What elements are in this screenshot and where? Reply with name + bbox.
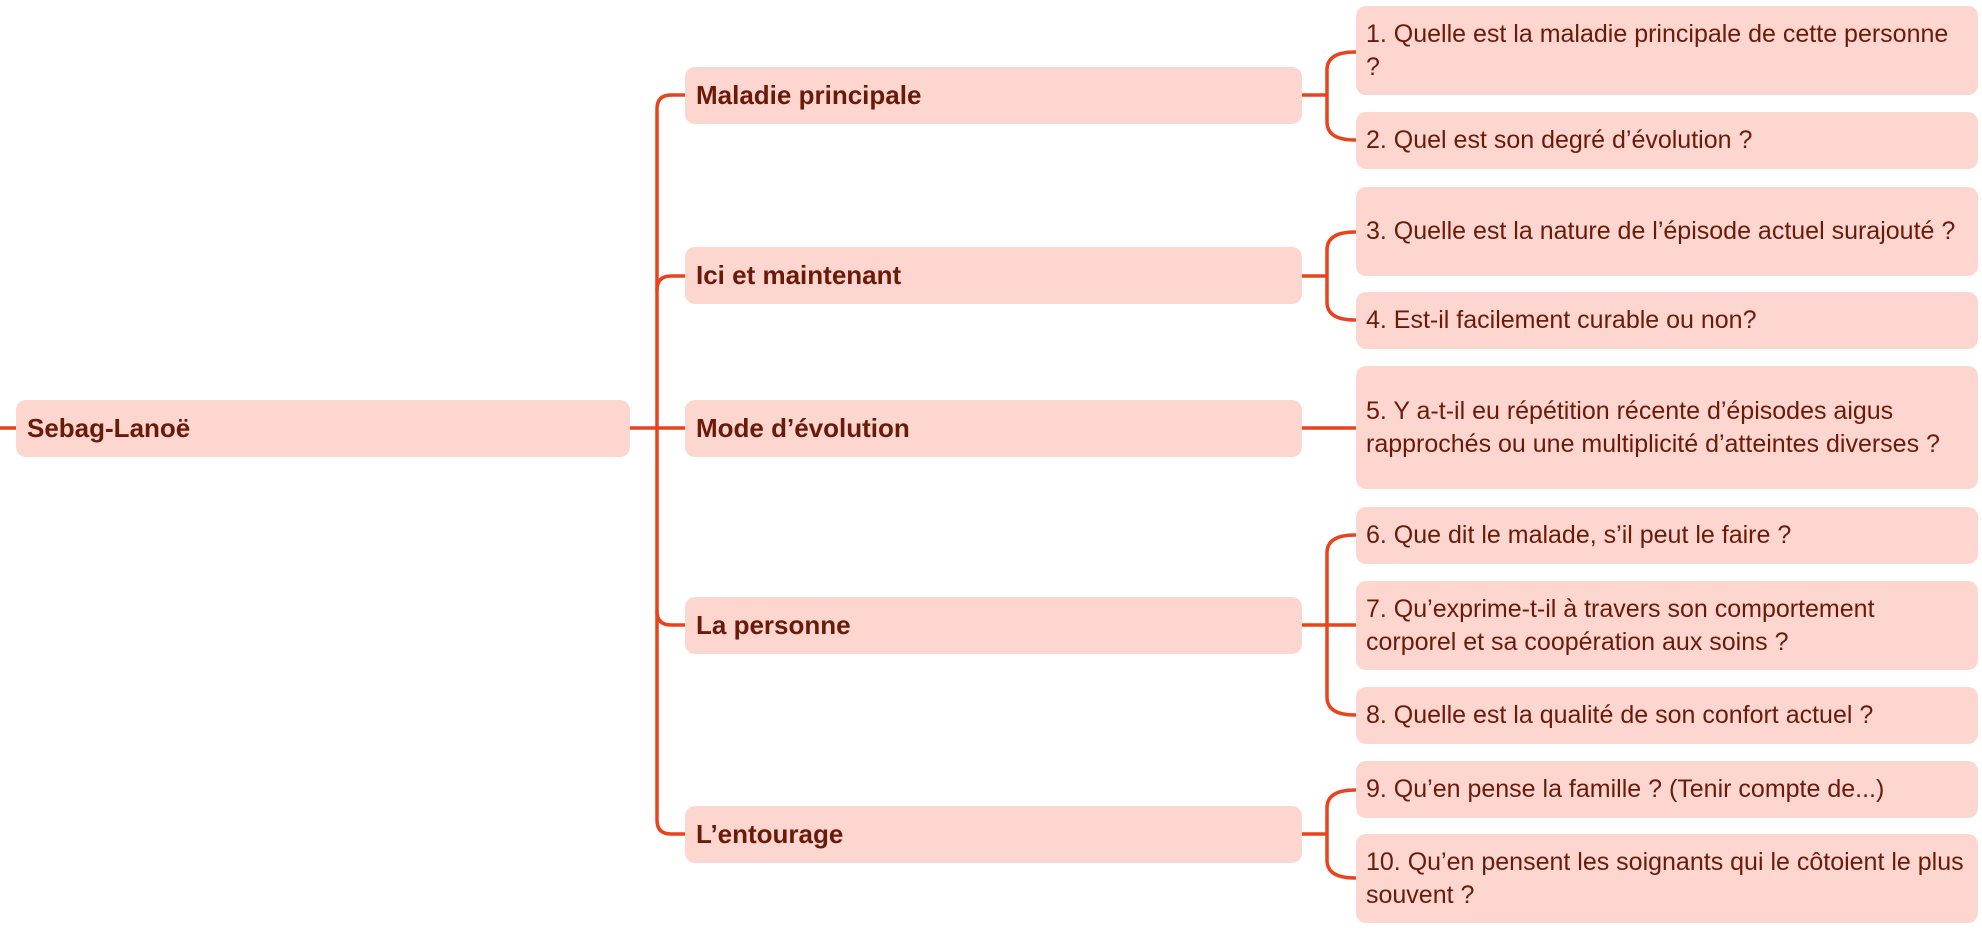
branch-spine <box>655 93 687 836</box>
branch-node-label: L’entourage <box>696 819 844 849</box>
leaf-node-2[interactable]: 2. Quel est son degré d’évolution ? <box>1356 112 1978 169</box>
branch-connector-2 <box>655 274 687 292</box>
branch-node-mode-devolution[interactable]: Mode d’évolution <box>685 400 1302 457</box>
leaf-node-label: 1. Quelle est la maladie principale de c… <box>1366 19 1949 81</box>
leaf-connector-6-8 <box>1300 533 1357 717</box>
leaf-node-1[interactable]: 1. Quelle est la maladie principale de c… <box>1356 6 1978 95</box>
branch-node-label: La personne <box>696 610 851 640</box>
leaf-node-label: 2. Quel est son degré d’évolution ? <box>1366 126 1753 154</box>
branch-node-label: Maladie principale <box>696 80 922 110</box>
leaf-connector-9-10 <box>1300 788 1357 880</box>
leaf-node-5[interactable]: 5. Y a-t-il eu répétition récente d’épis… <box>1356 366 1978 489</box>
branch-node-maladie-principale[interactable]: Maladie principale <box>685 67 1302 124</box>
leaf-node-label: 7. Qu’exprime-t-il à travers son comport… <box>1366 594 1875 656</box>
branch-node-ici-et-maintenant[interactable]: Ici et maintenant <box>685 247 1302 304</box>
leaf-node-label: 4. Est-il facilement curable ou non? <box>1366 306 1757 334</box>
branch-connector-4 <box>655 609 687 627</box>
root-node-label: Sebag-Lanoë <box>27 413 191 443</box>
leaf-node-3[interactable]: 3. Quelle est la nature de l’épisode act… <box>1356 187 1978 276</box>
leaf-node-6[interactable]: 6. Que dit le malade, s’il peut le faire… <box>1356 507 1978 564</box>
leaf-node-label: 5. Y a-t-il eu répétition récente d’épis… <box>1366 396 1940 458</box>
leaf-connector-3-4 <box>1300 230 1357 322</box>
leaf-node-label: 3. Quelle est la nature de l’épisode act… <box>1366 217 1956 245</box>
leaf-node-10[interactable]: 10. Qu’en pensent les soignants qui le c… <box>1356 834 1978 923</box>
leaf-node-label: 10. Qu’en pensent les soignants qui le c… <box>1366 847 1964 909</box>
leaf-connector-1-2 <box>1300 50 1357 142</box>
branch-node-la-personne[interactable]: La personne <box>685 597 1302 654</box>
leaf-node-8[interactable]: 8. Quelle est la qualité de son confort … <box>1356 687 1978 744</box>
leaf-node-label: 8. Quelle est la qualité de son confort … <box>1366 701 1874 729</box>
branch-node-label: Ici et maintenant <box>696 260 902 290</box>
leaf-node-4[interactable]: 4. Est-il facilement curable ou non? <box>1356 292 1978 349</box>
leaf-node-9[interactable]: 9. Qu’en pense la famille ? (Tenir compt… <box>1356 761 1978 818</box>
leaf-node-7[interactable]: 7. Qu’exprime-t-il à travers son comport… <box>1356 581 1978 670</box>
root-node[interactable]: Sebag-Lanoë <box>16 400 630 457</box>
branch-node-lentourage[interactable]: L’entourage <box>685 806 1302 863</box>
leaf-node-label: 9. Qu’en pense la famille ? (Tenir compt… <box>1366 775 1885 803</box>
leaf-node-label: 6. Que dit le malade, s’il peut le faire… <box>1366 521 1792 549</box>
branch-node-label: Mode d’évolution <box>696 413 910 443</box>
